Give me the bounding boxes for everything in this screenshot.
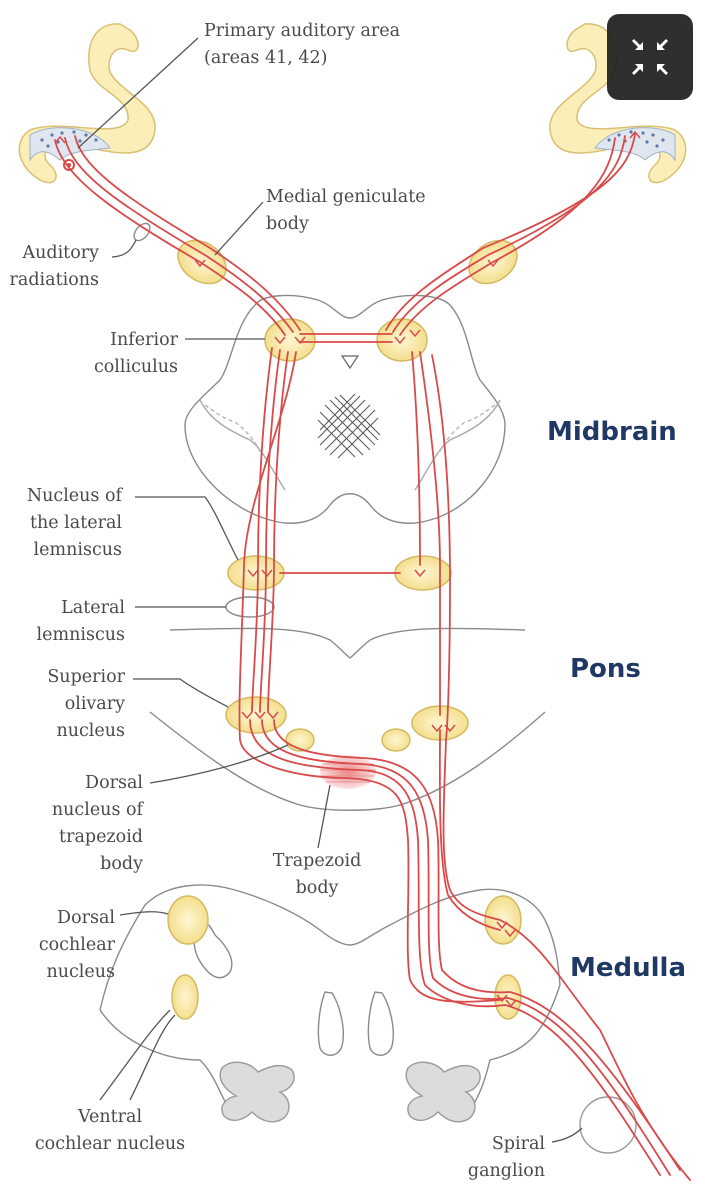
label-medial-geniculate-body: Medial geniculate body: [266, 187, 426, 234]
auditory-radiation-marker: [133, 222, 151, 242]
midbrain-outline: [184, 294, 506, 524]
label-superior-olivary-nucleus: Superior olivary nucleus: [47, 667, 125, 741]
pons-outline: [149, 627, 546, 811]
label-dorsal-nucleus-trapezoid: Dorsal nucleus of trapezoid body: [51, 773, 143, 874]
region-midbrain: Midbrain: [547, 417, 677, 447]
lateral-lemniscus-marker: [225, 596, 275, 618]
label-primary-auditory-area: Primary auditory area (areas 41, 42): [204, 21, 401, 68]
inferior-olives: [219, 1061, 481, 1123]
region-medulla: Medulla: [570, 953, 686, 983]
exit-fullscreen-icon: [632, 39, 668, 75]
ventral-cochlear-left: [171, 974, 199, 1020]
inferior-colliculus-left: [264, 318, 316, 362]
dorsal-cochlear-left: [167, 895, 209, 945]
label-trapezoid-body: Trapezoid body: [272, 851, 362, 898]
leader-lines: [77, 37, 583, 1143]
label-ventral-cochlear-nucleus: Ventral cochlear nucleus: [34, 1107, 186, 1154]
trapezoid-body: [320, 755, 376, 789]
auditory-pathway-tracts: [54, 133, 691, 1181]
superior-olive-left: [225, 696, 287, 734]
pathway-terminals: [54, 130, 641, 1008]
label-inferior-colliculus: Inferior colliculus: [93, 330, 178, 377]
region-pons: Pons: [570, 654, 641, 684]
exit-fullscreen-button[interactable]: [607, 14, 693, 100]
cortex-left: [18, 23, 156, 184]
label-spiral-ganglion: Spiral ganglion: [467, 1134, 545, 1181]
medulla-outline: [99, 884, 561, 1111]
dorsal-trapezoid-left: [285, 728, 315, 752]
midbrain-decussation: [317, 393, 381, 459]
cortex-right: [549, 23, 687, 184]
dorsal-cochlear-right: [484, 895, 522, 945]
label-nucleus-lateral-lemniscus: Nucleus of the lateral lemniscus: [26, 486, 122, 560]
label-dorsal-cochlear-nucleus: Dorsal cochlear nucleus: [38, 908, 115, 982]
label-lateral-lemniscus: Lateral lemniscus: [36, 598, 125, 645]
label-auditory-radiations: Auditory radiations: [9, 243, 99, 290]
dorsal-trapezoid-right: [381, 728, 411, 752]
